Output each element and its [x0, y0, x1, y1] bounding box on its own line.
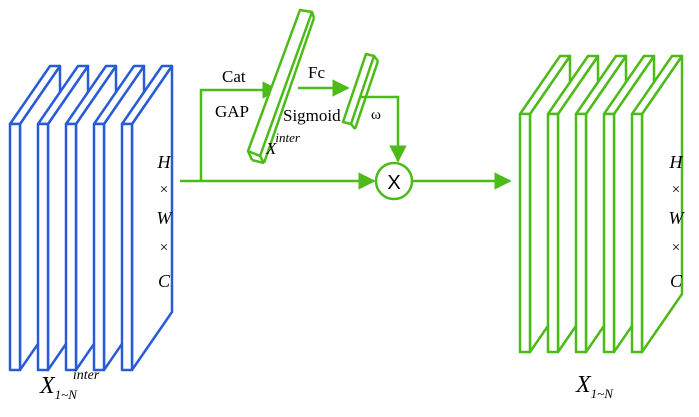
x-inter-label: Xinter	[265, 130, 301, 158]
right-dim-h: H	[669, 152, 684, 172]
omega-to-multiply-arrow	[356, 95, 407, 163]
input-slice-5	[120, 64, 174, 372]
branch-to-gap-arrow	[199, 81, 280, 181]
gap-label: GAP	[215, 102, 249, 121]
x-inter-vector-bar	[246, 8, 316, 165]
input-label: X1~Ninter	[39, 368, 100, 402]
cat-label: Cat	[222, 67, 246, 86]
multiply-symbol: X	[387, 172, 400, 194]
right-times-2: ×	[672, 240, 680, 256]
input-feature-stack	[8, 64, 174, 372]
left-dim-c: C	[158, 271, 171, 291]
multiply-node	[374, 161, 414, 201]
sigmoid-label: Sigmoid	[283, 106, 341, 125]
left-times-2: ×	[160, 240, 168, 256]
omega-vector-bar	[341, 52, 380, 130]
right-times-1: ×	[672, 182, 680, 198]
left-dim-w: W	[157, 208, 174, 228]
output-feature-stack	[518, 54, 684, 354]
omega-label: ω	[371, 107, 381, 123]
left-dim-h: H	[157, 152, 172, 172]
right-dim-c: C	[670, 271, 683, 291]
fc-label: Fc	[308, 63, 325, 82]
output-label: X1~N	[575, 372, 614, 401]
output-slice-5	[630, 54, 684, 354]
left-times-1: ×	[160, 182, 168, 198]
right-dim-w: W	[669, 208, 686, 228]
